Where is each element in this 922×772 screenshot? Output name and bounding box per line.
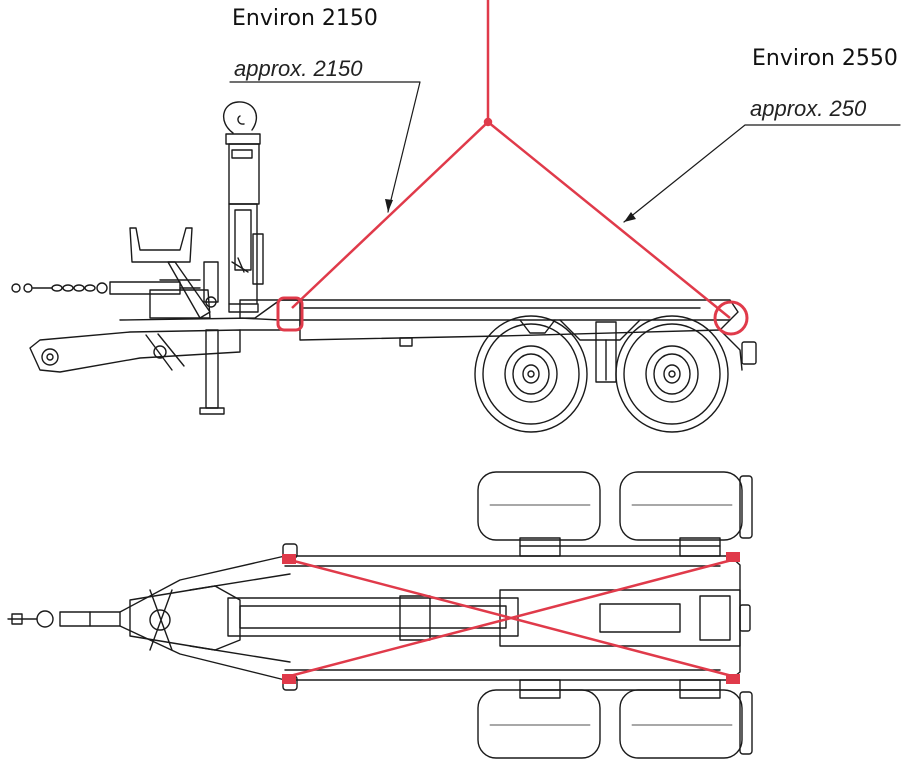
model-label-2550: Environ 2550 [752, 46, 898, 71]
hook-arm [223, 101, 264, 313]
arrow-head-2150 [385, 199, 393, 212]
tow-chain [11, 281, 201, 295]
front-lift-point [276, 296, 304, 332]
dimension-label-2550-clip: approx. 250 [740, 90, 900, 130]
arrow-head-2550 [624, 212, 636, 222]
dimension-label-2150: approx. 2150 [234, 56, 363, 81]
tyre-bottom-right [619, 689, 743, 759]
leader-line-2150 [229, 81, 421, 213]
tyre-bottom-left [477, 689, 601, 759]
rear-wheel-2 [615, 315, 729, 433]
chassis-top [119, 555, 741, 681]
rear-wheel-1 [474, 315, 588, 433]
diagonal-b [289, 558, 733, 678]
dimension-label-2550: approx. 250 [750, 96, 867, 121]
top-view [7, 471, 753, 759]
leader-line-2550 [623, 124, 901, 223]
lift-line-rear [487, 121, 731, 319]
drawbar [29, 299, 301, 373]
measurement-overlay [276, 0, 749, 684]
rear-lift-point [713, 300, 749, 336]
lift-line-front [291, 121, 489, 309]
side-view [11, 81, 901, 433]
tyre-top-left [477, 471, 601, 541]
model-label-2150: Environ 2150 [232, 6, 378, 31]
support-leg [199, 329, 225, 415]
tyre-top-right [619, 471, 743, 541]
